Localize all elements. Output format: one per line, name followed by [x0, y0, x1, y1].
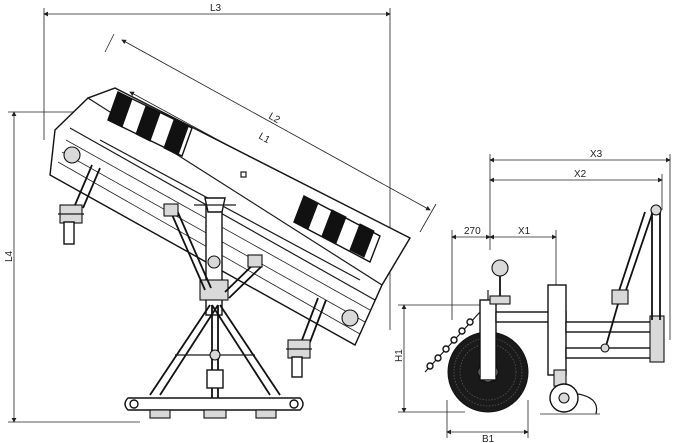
label-h1: H1	[394, 349, 405, 362]
hydraulic-cylinder	[600, 211, 653, 353]
label-l2: L2	[267, 111, 282, 126]
label-x3: X3	[590, 149, 603, 160]
left-end-cap	[63, 146, 81, 164]
side-frame	[495, 204, 665, 376]
dimension-l4: L4	[4, 111, 140, 423]
label-l4: L4	[4, 250, 15, 262]
hazard-stripes-upper	[107, 91, 193, 157]
dimension-x2: X2	[489, 169, 663, 210]
base-bar	[124, 397, 304, 419]
label-l1: L1	[257, 131, 272, 146]
left-view-sweeper: L3 L4 L2 L1	[4, 3, 437, 423]
label-x1: X1	[518, 226, 531, 237]
hazard-stripes-lower	[293, 195, 381, 263]
brush-spindle	[479, 259, 511, 381]
lift-frame	[163, 197, 263, 316]
adjust-knob	[491, 259, 509, 277]
caster-wheel	[549, 369, 598, 415]
hood-marker	[240, 171, 247, 178]
label-l3: L3	[210, 3, 222, 14]
right-caster-leg	[286, 297, 327, 378]
dimension-b1: B1	[446, 400, 529, 443]
label-b1: B1	[482, 434, 495, 443]
left-caster-leg	[58, 164, 101, 245]
right-view-side: X3 X2 270 X1 H1	[394, 149, 671, 443]
dimension-h1: H1	[394, 304, 480, 413]
sweeper-hood	[49, 87, 411, 346]
label-270: 270	[464, 226, 481, 237]
dimension-x1: X1	[489, 226, 557, 285]
a-frame-base	[149, 304, 281, 398]
dimension-x3: X3	[489, 149, 671, 340]
label-x2: X2	[574, 169, 587, 180]
chain	[424, 311, 481, 373]
right-end-cap	[341, 309, 359, 327]
